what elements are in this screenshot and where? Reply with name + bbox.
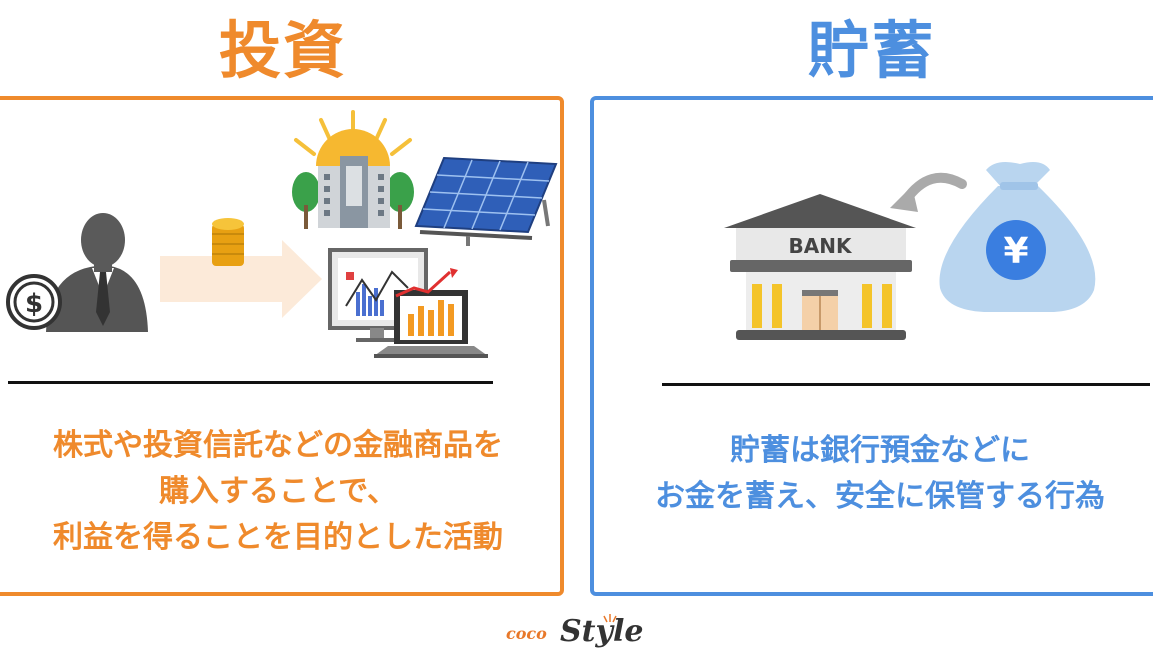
svg-text:$: $ [25,289,43,319]
yen-symbol: ¥ [1003,231,1028,272]
brand-coco: coco [506,624,547,643]
savings-title: 貯蓄 [807,14,936,87]
coco-style-logo: coco Style [500,612,660,649]
coins-icon [212,218,244,266]
investor-icon: $ [6,213,148,332]
investment-divider [8,381,493,384]
savings-description-line-1: 貯蓄は銀行預金などに [730,433,1030,468]
savings-description-line-2: お金を蓄え、安全に保管する行為 [655,479,1105,514]
savings-panel: BANK ¥ 貯蓄は銀行預金などに お金を蓄え、安全に保管する行為 [590,96,1153,596]
investment-description-line-2: 購入することで、 [159,474,397,509]
investment-description-line-3: 利益を得ることを目的とした活動 [53,520,503,555]
laptop-chart-icon [374,268,488,358]
brand-style: Style [560,614,644,649]
curved-arrow-icon [890,172,967,212]
investment-illustration: $ [6,110,558,358]
investment-panel: $ [0,96,564,596]
bank-icon: BANK [724,194,916,340]
savings-divider [662,383,1150,386]
money-bag-icon: ¥ [939,162,1096,312]
investment-description-line-1: 株式や投資信託などの金融商品を [53,428,503,463]
savings-illustration: BANK ¥ [724,162,1096,340]
building-icon [292,110,414,229]
solar-panel-icon [414,156,558,246]
bank-label: BANK [789,234,853,258]
investment-description: 株式や投資信託などの金融商品を 購入することで、 利益を得ることを目的とした活動 [0,423,560,561]
sparkle-icon [603,614,617,623]
savings-description: 貯蓄は銀行預金などに お金を蓄え、安全に保管する行為 [594,428,1153,520]
investment-title: 投資 [218,14,347,87]
